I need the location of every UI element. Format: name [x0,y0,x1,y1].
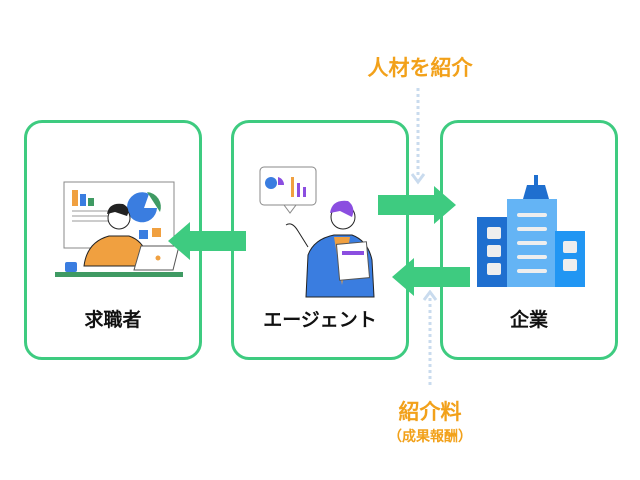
arrow-agent-to-seeker [168,222,246,260]
introduce-talent-label: 人材を紹介 [367,56,473,80]
dotted-up-arrow [422,290,438,386]
job-seeker-illustration [55,181,183,277]
success-fee-label: （成果報酬） [388,429,472,445]
arrow-company-to-agent [392,258,470,296]
office-building-icon [477,175,585,287]
job-seeker-label: 求職者 [84,309,142,331]
agent-node: エージェント [231,120,409,360]
agent-label: エージェント [263,309,377,331]
company-node: 企業 [440,120,618,360]
company-label: 企業 [509,309,548,331]
dotted-down-arrow [410,88,426,185]
arrow-agent-to-company [378,186,456,224]
agent-illustration [259,166,375,298]
referral-fee-label: 紹介料 [398,400,462,424]
